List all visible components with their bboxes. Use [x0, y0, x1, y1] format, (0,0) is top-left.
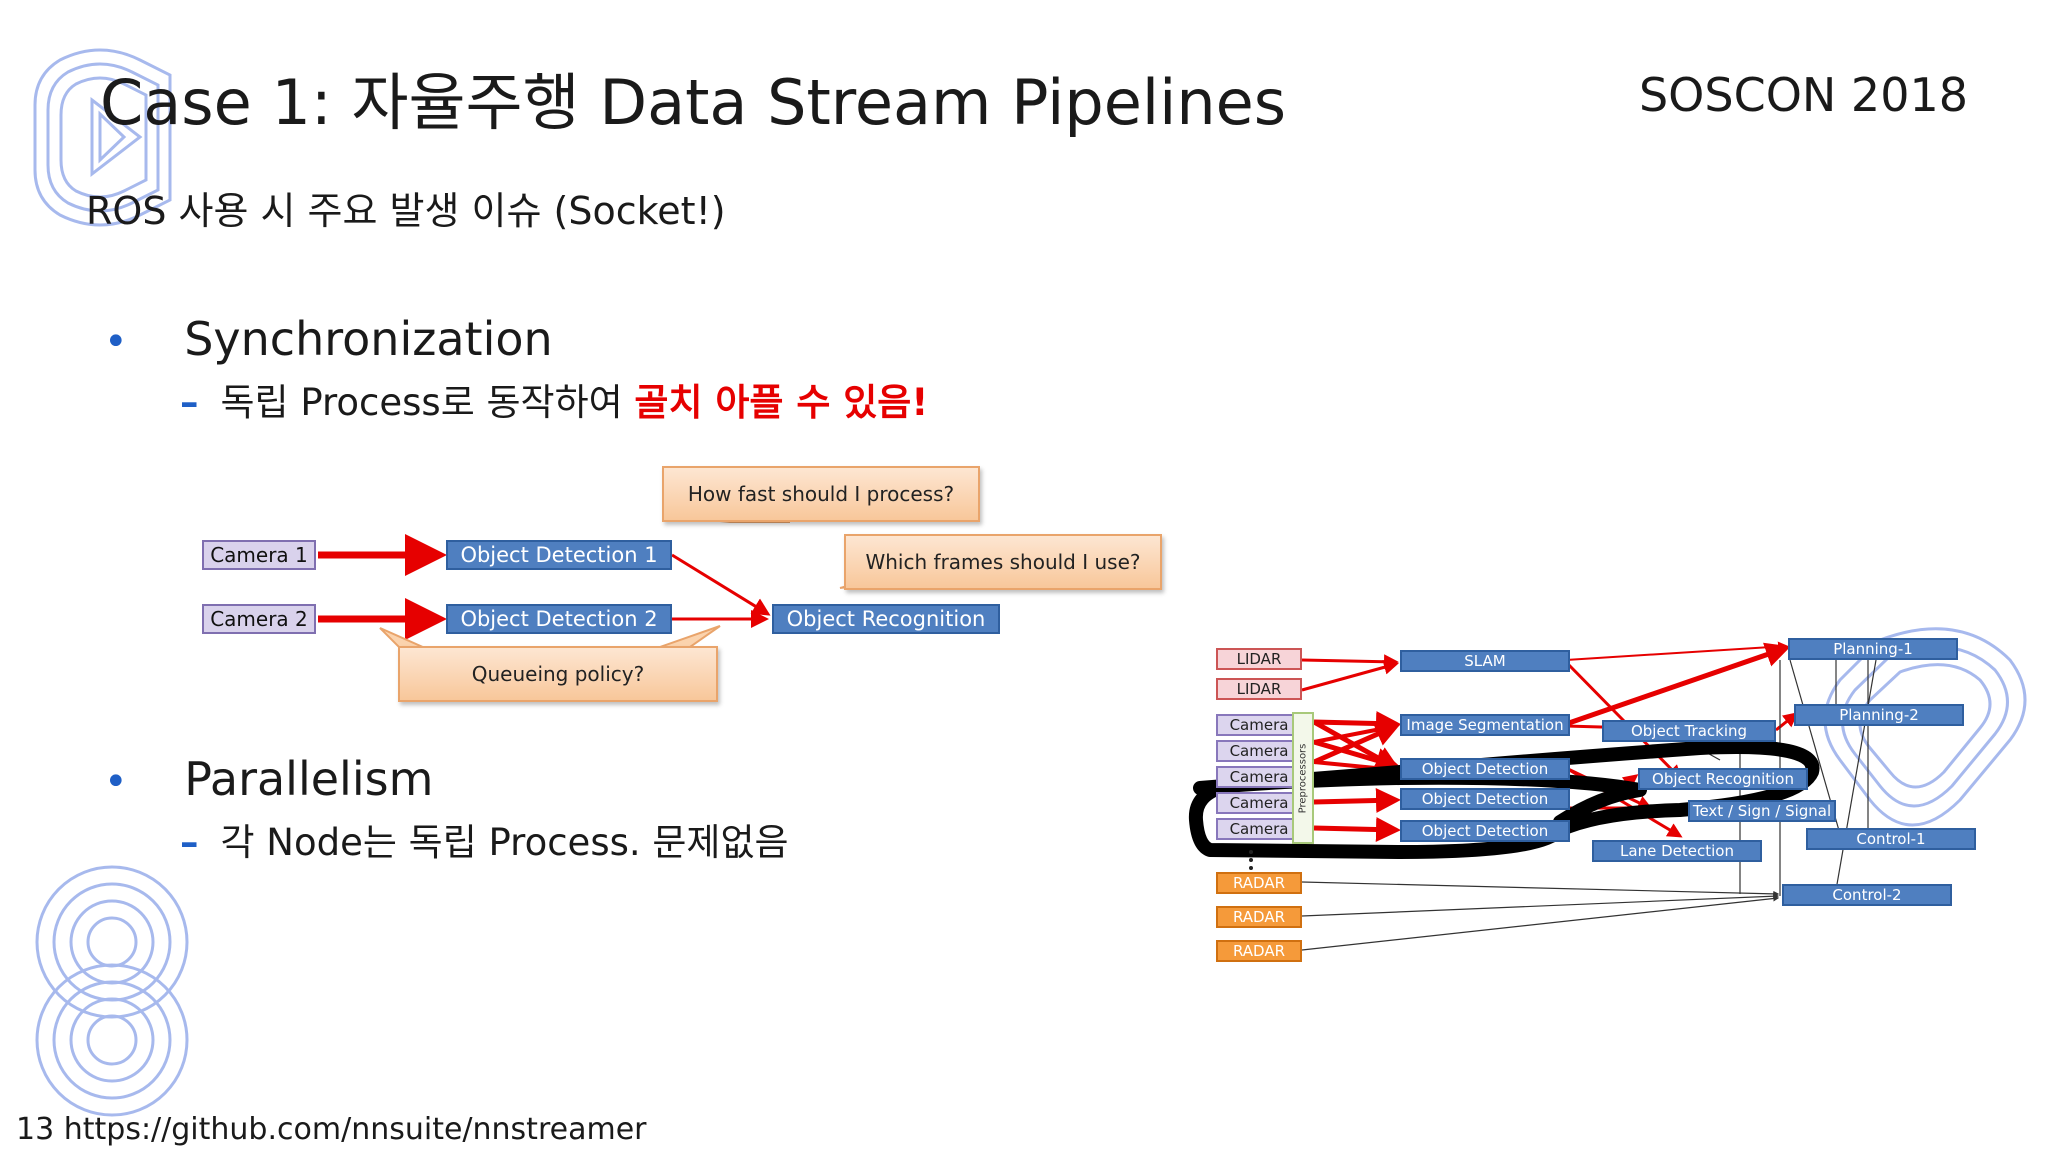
- bullet-parallelism: • Parallelism: [104, 752, 433, 806]
- radar-node: RADAR: [1216, 940, 1302, 962]
- lidar-node: LIDAR: [1216, 648, 1302, 670]
- callout-processing-speed: How fast should I process?: [662, 466, 980, 522]
- lidar-node: LIDAR: [1216, 678, 1302, 700]
- sub-bullet-text: 독립 Process로 동작하여: [220, 381, 635, 424]
- camera-node: Camera: [1216, 818, 1302, 840]
- planning2-node: Planning-2: [1794, 704, 1964, 726]
- sub-bullet-parallelism: –각 Node는 독립 Process. 문제없음: [180, 812, 789, 866]
- preprocessors-label: Preprocessors: [1297, 743, 1309, 813]
- image-segmentation-node: Image Segmentation: [1400, 714, 1570, 736]
- camera-node: Camera: [1216, 792, 1302, 814]
- radar-node: RADAR: [1216, 906, 1302, 928]
- slide-title: Case 1: 자율주행 Data Stream Pipelines: [100, 66, 1287, 139]
- bullet-dot: •: [104, 319, 128, 365]
- bullet-dot: •: [104, 759, 128, 805]
- sub-bullet-emphasis: 골치 아플 수 있음!: [634, 381, 929, 424]
- object-detection-node: Object Detection: [1400, 820, 1570, 842]
- camera-node: Camera: [1216, 714, 1302, 736]
- footer-url[interactable]: https://github.com/nnsuite/nnstreamer: [63, 1112, 647, 1147]
- slide-subtitle: ROS 사용 시 주요 발생 이슈 (Socket!): [86, 189, 726, 233]
- camera-node: Camera: [1216, 766, 1302, 788]
- dash-marker: –: [180, 381, 199, 424]
- lane-detection-node: Lane Detection: [1592, 840, 1762, 862]
- arrow-od1-recognition: [671, 553, 771, 616]
- callout-queueing-policy: Queueing policy?: [398, 646, 718, 702]
- sub-bullet-text: 각 Node는 독립 Process. 문제없음: [220, 821, 789, 864]
- slide-footer: 13 https://github.com/nnsuite/nnstreamer: [16, 1112, 646, 1147]
- slam-node: SLAM: [1400, 650, 1570, 672]
- text-sign-signal-node: Text / Sign / Signal: [1688, 800, 1836, 822]
- object-recognition-node: Object Recognition: [772, 604, 1000, 634]
- object-detection-node: Object Detection: [1400, 788, 1570, 810]
- object-detection2-node: Object Detection 2: [446, 604, 672, 634]
- bullet-heading: Parallelism: [184, 752, 434, 806]
- planning1-node: Planning-1: [1788, 638, 1958, 660]
- bullet-synchronization: • Synchronization: [104, 312, 553, 366]
- dash-marker: –: [180, 821, 199, 864]
- control1-node: Control-1: [1806, 828, 1976, 850]
- page-number: 13: [16, 1112, 55, 1147]
- radar-node: RADAR: [1216, 872, 1302, 894]
- object-detection1-node: Object Detection 1: [446, 540, 672, 570]
- camera2-node: Camera 2: [202, 604, 316, 634]
- control2-node: Control-2: [1782, 884, 1952, 906]
- sub-bullet-synchronization: –독립 Process로 동작하여 골치 아플 수 있음!: [180, 372, 928, 426]
- bullet-heading: Synchronization: [184, 312, 553, 366]
- object-recognition-node: Object Recognition: [1638, 768, 1808, 790]
- callout-frame-selection: Which frames should I use?: [844, 534, 1162, 590]
- object-tracking-node: Object Tracking: [1602, 720, 1776, 742]
- object-detection-node: Object Detection: [1400, 758, 1570, 780]
- preprocessors-node: Preprocessors: [1292, 712, 1314, 844]
- camera1-node: Camera 1: [202, 540, 316, 570]
- conference-label: SOSCON 2018: [1638, 68, 1968, 122]
- camera-node: Camera: [1216, 740, 1302, 762]
